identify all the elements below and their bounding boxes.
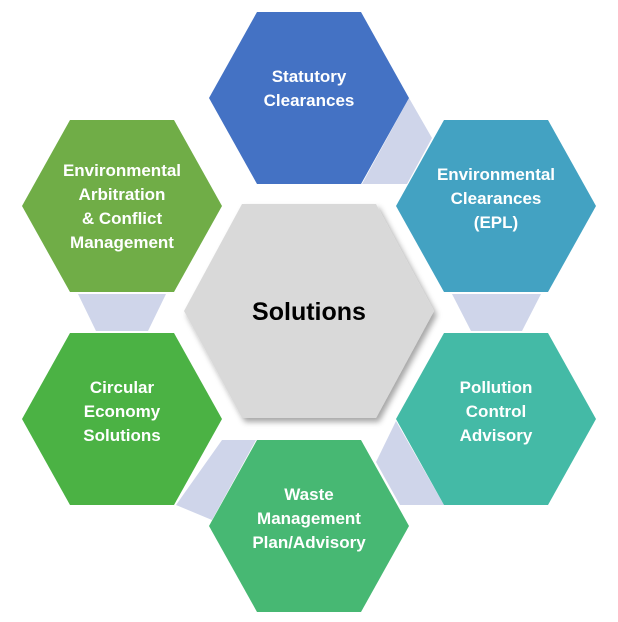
hexagon-label-line: Plan/Advisory (252, 533, 366, 552)
hexagon-label-line: Advisory (460, 426, 533, 445)
connector-env-pollution (452, 294, 541, 331)
center-hexagon: Solutions (184, 204, 434, 418)
hexagon-label-line: Management (70, 233, 174, 252)
hexagon-label-line: Circular (90, 378, 155, 397)
hexagon-shape (22, 333, 222, 505)
hexagon-label-line: Control (466, 402, 526, 421)
hexagon-label-line: Clearances (451, 189, 542, 208)
center-label: Solutions (252, 298, 366, 326)
hexagon-label-line: (EPL) (474, 213, 518, 232)
hexagon-label-line: Waste (284, 485, 333, 504)
connector-statutory-env (362, 98, 432, 184)
connectors (78, 98, 541, 520)
hexagon-label-line: Statutory (272, 67, 347, 86)
connector-waste-circular (176, 440, 256, 520)
hexagon-shape (22, 120, 222, 292)
hexagon-shape (396, 333, 596, 505)
hexagon-label-line: Economy (84, 402, 161, 421)
hexagon-label-line: Arbitration (79, 185, 166, 204)
hexagon-shape (396, 120, 596, 292)
hexagon-label-line: Environmental (63, 161, 181, 180)
hexagon-label-line: Solutions (83, 426, 160, 445)
hexagon-label-line: Clearances (264, 91, 355, 110)
hexagon-label-line: Pollution (460, 378, 533, 397)
hexagon-shape (209, 440, 409, 612)
connector-circular-arbitration (78, 294, 166, 331)
connector-pollution-waste (376, 421, 444, 505)
hexagon-label-line: Environmental (437, 165, 555, 184)
hexagon-label-line: Management (257, 509, 361, 528)
hexagon-shape (209, 12, 409, 184)
hexagon-label-line: & Conflict (82, 209, 163, 228)
